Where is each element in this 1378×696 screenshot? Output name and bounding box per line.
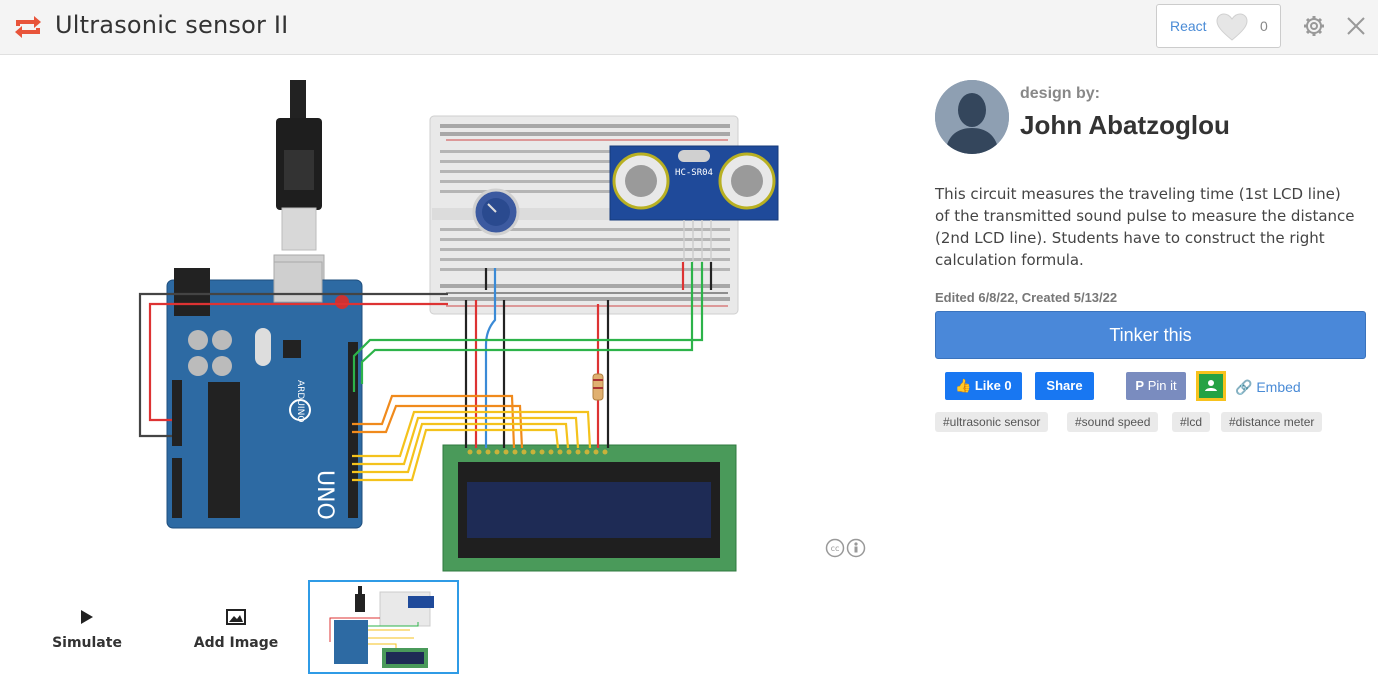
facebook-share-button[interactable]: Share [1035,372,1094,400]
react-label: React [1170,18,1207,34]
thumbnail-preview [329,586,434,668]
react-button[interactable]: React 0 [1156,4,1281,48]
embed-label: Embed [1256,379,1301,395]
board-brand: ARDUINO [295,380,305,422]
sensor-label: HC-SR04 [675,168,713,178]
like-label: Like 0 [974,378,1012,393]
creative-commons-icon: cc [825,538,866,558]
design-by-label: design by: [1020,85,1101,102]
link-icon: 🔗 [1235,379,1253,395]
simulate-button[interactable]: Simulate [42,608,132,651]
image-icon [226,609,246,625]
circuit-thumbnail[interactable] [308,580,459,674]
tag[interactable]: #distance meter [1221,412,1323,432]
pin-label: Pin it [1147,378,1177,393]
facebook-like-button[interactable]: 👍 Like 0 [945,372,1022,400]
board-label: UNO [312,470,337,520]
author-name[interactable]: John Abatzoglou [1020,110,1230,140]
heart-icon [1216,13,1248,41]
avatar[interactable] [935,80,1009,154]
circuit-canvas: HC-SR04 UNO ARDUINO [138,80,779,572]
tag[interactable]: #ultrasonic sensor [935,412,1049,432]
pinterest-icon: P [1135,378,1145,393]
google-classroom-button[interactable] [1196,371,1226,401]
react-count: 0 [1260,18,1268,34]
header-bar: Ultrasonic sensor II React 0 [0,0,1378,55]
simulate-label: Simulate [52,635,122,651]
user-silhouette-icon [935,80,1009,154]
tag[interactable]: #lcd [1172,412,1211,432]
classroom-icon [1199,374,1223,398]
add-image-button[interactable]: Add Image [191,608,281,651]
tinker-this-button[interactable]: Tinker this [935,311,1366,359]
embed-link[interactable]: 🔗 Embed [1235,379,1301,396]
close-icon[interactable] [1345,15,1367,37]
description: This circuit measures the traveling time… [935,185,1355,269]
thumbs-up-icon: 👍 [955,378,972,393]
tag[interactable]: #sound speed [1067,412,1159,432]
svg-text:cc: cc [831,544,840,553]
gear-icon[interactable] [1303,15,1325,37]
page-title: Ultrasonic sensor II [55,11,289,39]
pinterest-pin-button[interactable]: P Pin it [1126,372,1186,400]
remix-logo-icon[interactable] [14,14,42,40]
play-icon [81,610,93,624]
add-image-label: Add Image [193,635,279,651]
edit-meta: Edited 6/8/22, Created 5/13/22 [935,290,1118,305]
